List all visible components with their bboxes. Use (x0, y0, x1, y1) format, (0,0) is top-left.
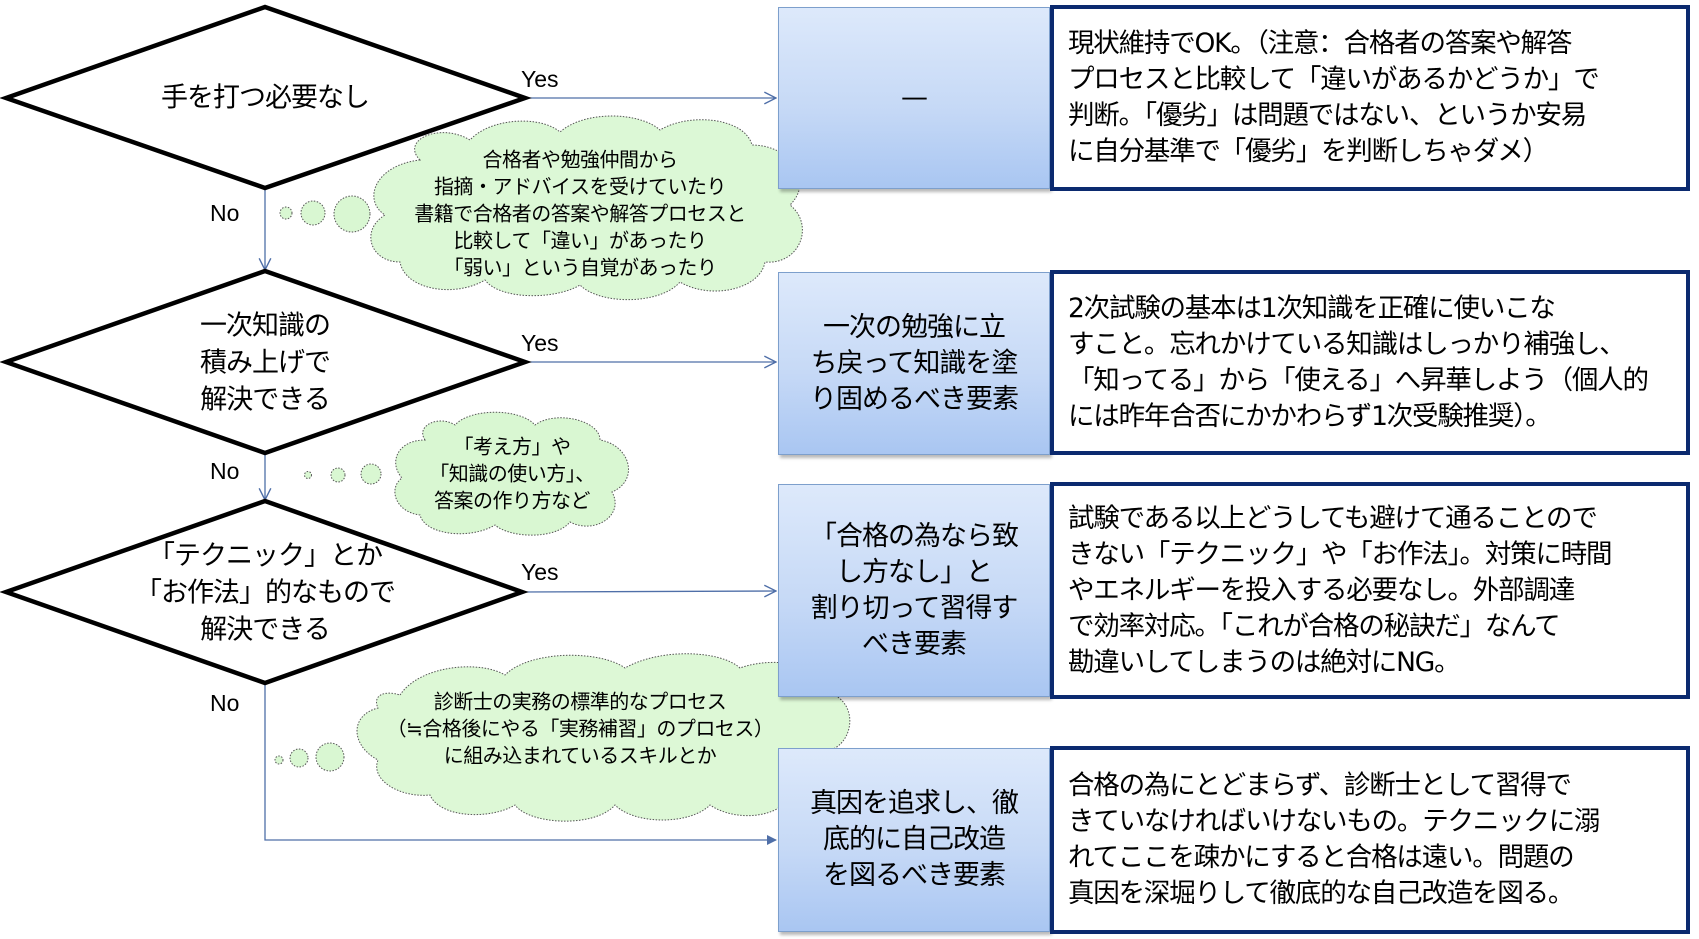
result-box-3: 「合格の為なら致 し方なし」と 割り切って習得す べき要素 (778, 484, 1050, 697)
thought-bubble-small (279, 206, 293, 220)
description-box-3: 試験である以上どうしても避けて通ることので きない「テクニック」や「お作法」。対… (1050, 482, 1690, 699)
cloud-shape (394, 411, 630, 536)
result-box-4: 真因を追求し、徹 底的に自己改造 を図るべき要素 (778, 748, 1050, 932)
description-line: 2次試験の基本は1次知識を正確に使いこな (1068, 292, 1556, 324)
thought-bubble-large (315, 742, 345, 772)
cloud-line: 合格者や勉強仲間から (482, 147, 678, 172)
thought-cloud-3-text: 診断士の実務の標準的なプロセス （≒合格後にやる「実務補習」のプロセス） に組み… (387, 689, 774, 770)
result-text-4: 真因を追求し、徹 底的に自己改造 を図るべき要素 (810, 788, 1019, 891)
cloud-line: 「知識の使い方」、 (429, 461, 595, 486)
description-box-1: 現状維持でOK。（注意：合格者の答案や解答 プロセスと比較して「違いがあるかどう… (1050, 5, 1690, 191)
decision-diamond-1 (0, 4, 532, 191)
decision-diamond-3 (0, 498, 529, 686)
description-box-4: 合格の為にとどまらず、診断士として習得で きていなければいけないもの。テクニック… (1050, 746, 1690, 934)
description-line: やエネルギーを投入する必要なし。外部調達 (1068, 574, 1575, 606)
thought-bubble-small (274, 755, 284, 765)
result-text-3: 「合格の為なら致 し方なし」と 割り切って習得す べき要素 (810, 520, 1019, 660)
cloud-line: 答案の作り方など (434, 488, 590, 513)
cloud-line: 診断士の実務の標準的なプロセス (433, 689, 727, 714)
result-text-2: 一次の勉強に立 ち戻って知識を塗 り固めるべき要素 (810, 311, 1019, 415)
description-line: きていなければいけないもの。テクニックに溺 (1068, 806, 1601, 837)
cloud-line: 書籍で合格者の答案や解答プロセスと (414, 201, 746, 226)
no-connector-3 (264, 683, 777, 845)
description-line: すこと。忘れかけている知識はしっかり補強し、 (1068, 328, 1626, 360)
result-box-1: — (778, 7, 1050, 189)
decision-label-3: 「テクニック」とか 「お作法」的なもので 解決できる (135, 540, 396, 646)
description-line: きない「テクニック」や「お作法」。対策に時間 (1068, 538, 1613, 570)
description-box-2: 2次試験の基本は1次知識を正確に使いこな すこと。忘れかけている知識はしっかり補… (1050, 270, 1690, 455)
cloud-line: に組み込まれているスキルとか (443, 743, 717, 768)
yes-label-2: Yes (521, 330, 559, 356)
cloud-line: 指摘・アドバイスを受けていたり (434, 174, 726, 199)
description-line: れてここを疎かにすると合格は遠い。問題の (1068, 842, 1575, 873)
cloud-line: 「弱い」という自覚があったり (443, 255, 717, 280)
no-label-1: No (210, 200, 240, 226)
thought-cloud-3 (274, 653, 851, 822)
description-line: で効率対応。「これが合格の秘訣だ」なんて (1068, 610, 1561, 642)
thought-bubble-medium (289, 748, 309, 768)
thought-bubble-medium (300, 200, 326, 226)
thought-cloud-2-text: 「考え方」や 「知識の使い方」、 答案の作り方など (429, 434, 595, 515)
no-label-3: No (210, 690, 240, 716)
decision-label-1: 手を打つ必要なし (161, 82, 370, 114)
result-box-2: 一次の勉強に立 ち戻って知識を塗 り固めるべき要素 (778, 272, 1050, 455)
no-label-2: No (210, 458, 240, 484)
thought-bubble-large (333, 195, 371, 233)
cloud-line: 比較して「違い」があったり (453, 228, 707, 253)
thought-cloud-1 (279, 115, 803, 301)
cloud-shape (370, 115, 803, 301)
thought-cloud-1-text: 合格者や勉強仲間から 指摘・アドバイスを受けていたり 書籍で合格者の答案や解答プ… (414, 147, 746, 282)
thought-bubble-large (360, 463, 382, 485)
description-line: 判断。「優劣」は問題ではない、というか安易 (1068, 100, 1587, 131)
result-text-1: — (901, 82, 928, 113)
yes-connector-3 (521, 591, 776, 592)
cloud-line: 「考え方」や (453, 434, 571, 459)
description-line: 「知ってる」から「使える」へ昇華しよう（個人的 (1068, 364, 1649, 396)
yes-label-3: Yes (521, 559, 559, 585)
description-line: 試験である以上どうしても避けて通ることので (1068, 502, 1598, 534)
description-line: に自分基準で「優劣」を判断しちゃダメ） (1068, 136, 1549, 167)
description-line: プロセスと比較して「違いがあるかどうか」で (1068, 64, 1600, 95)
description-line: 真因を深堀りして徹底的な自己改造を図る。 (1068, 878, 1574, 909)
thought-bubble-medium (330, 467, 346, 483)
cloud-line: （≒合格後にやる「実務補習」のプロセス） (386, 716, 774, 741)
yes-label-1: Yes (521, 66, 559, 92)
decision-label-2: 一次知識の 積み上げで 解決できる (200, 310, 331, 416)
description-line: 現状維持でOK。（注意：合格者の答案や解答 (1068, 28, 1572, 59)
thought-bubble-small (304, 471, 312, 479)
decision-diamond-2 (0, 268, 532, 456)
description-line: 合格の為にとどまらず、診断士として習得で (1068, 770, 1572, 801)
description-line: 勘違いしてしまうのは絶対にNG。 (1068, 646, 1461, 678)
description-line: には昨年合否にかかわらず1次受験推奨）。 (1068, 400, 1552, 432)
thought-cloud-2 (304, 411, 630, 536)
